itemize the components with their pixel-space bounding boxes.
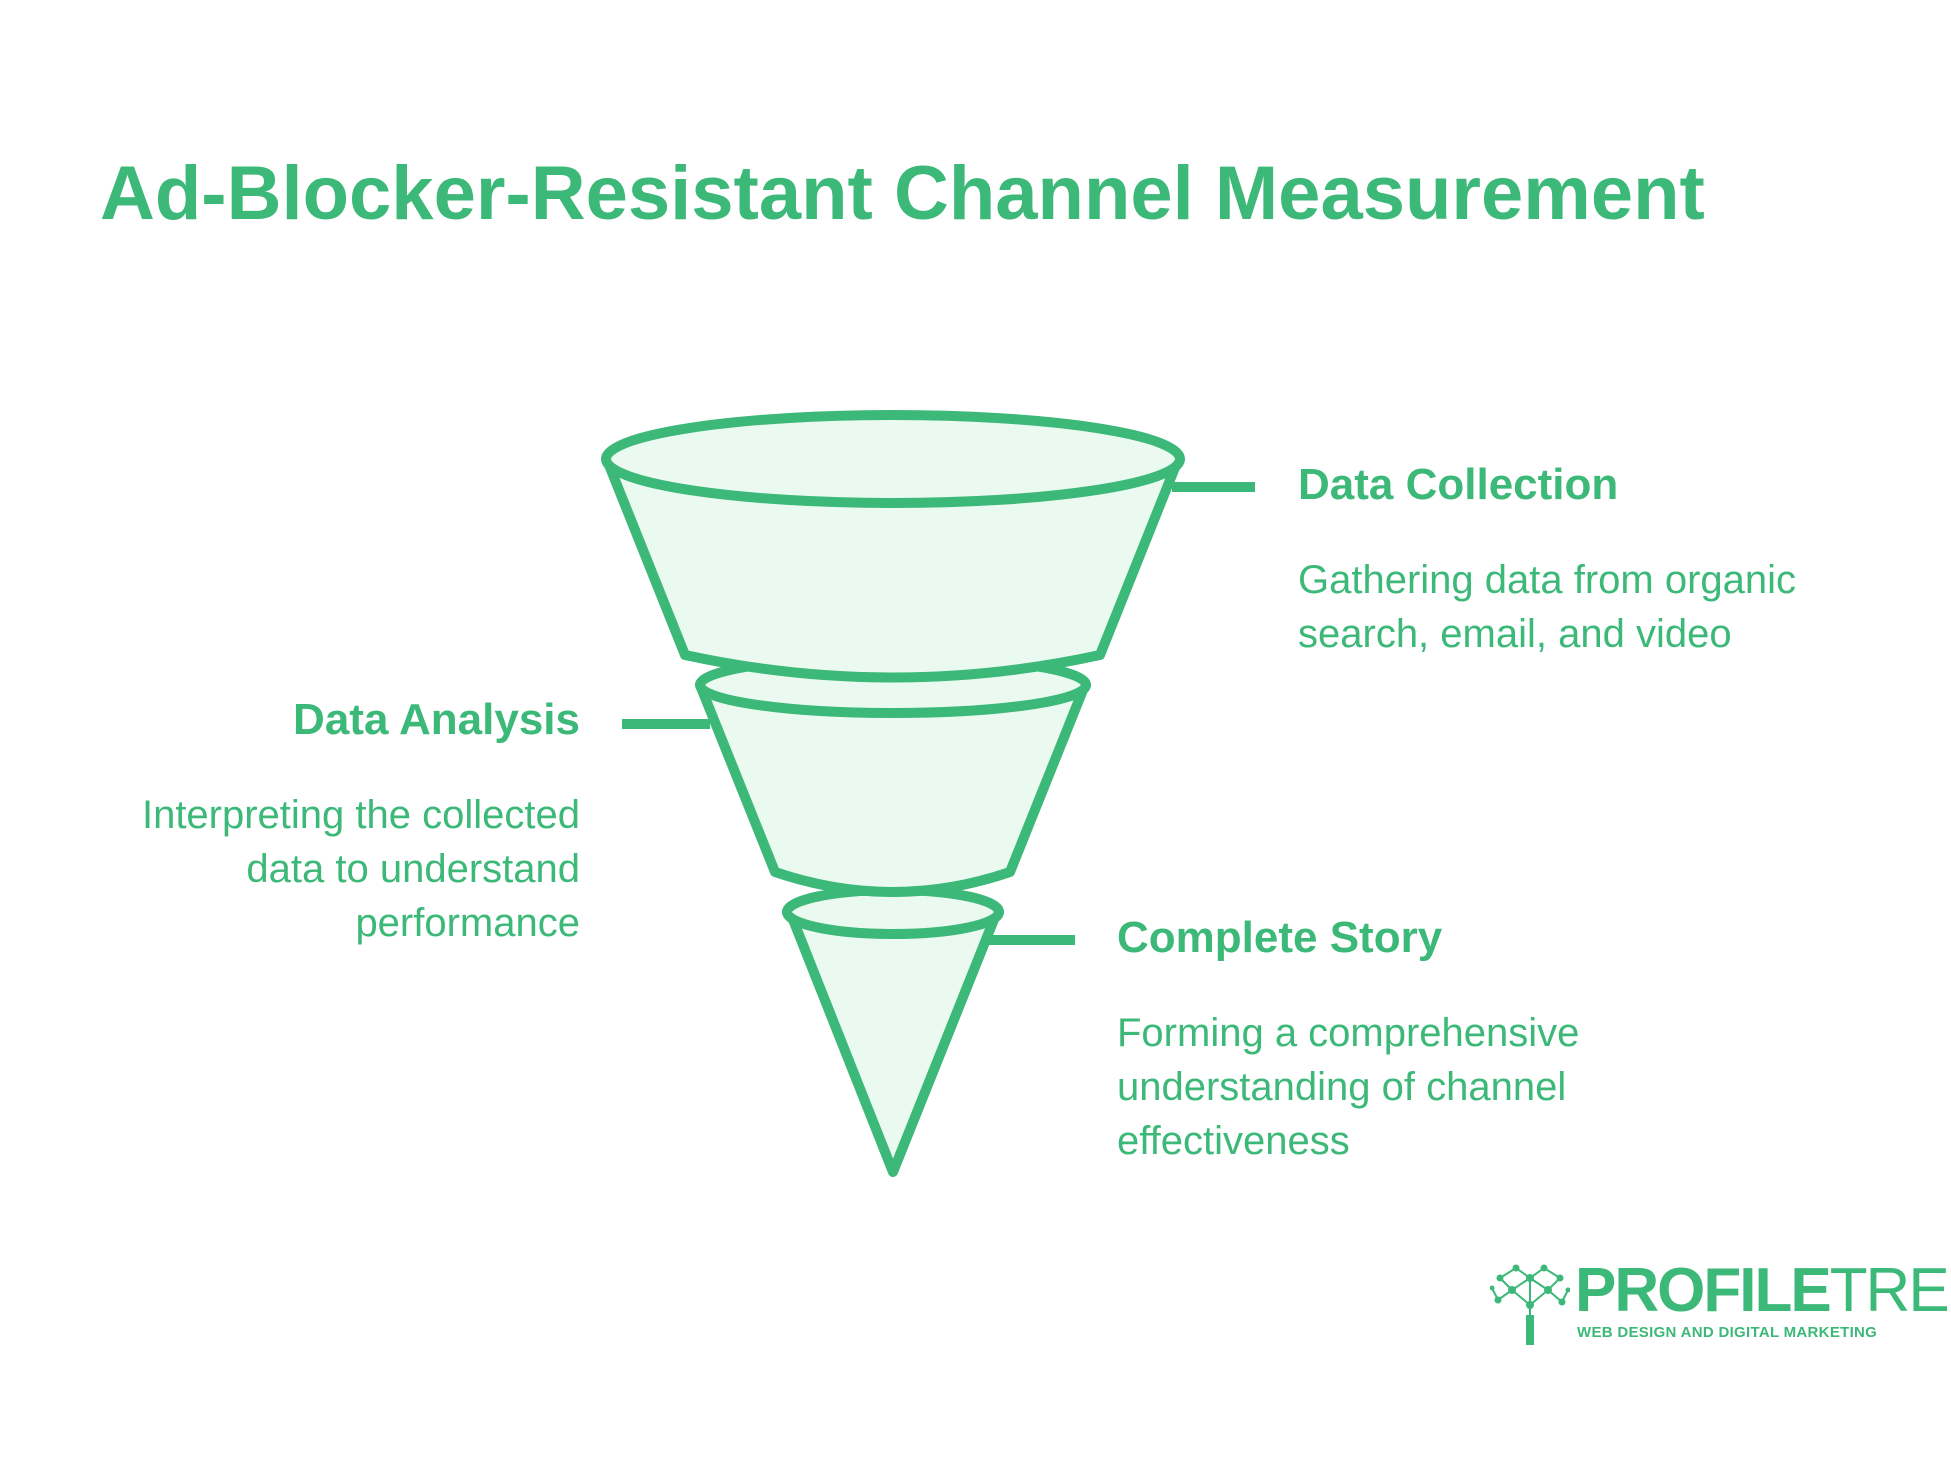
funnel-rim-top (601, 410, 1185, 508)
stage-heading-data-analysis: Data Analysis (293, 695, 580, 744)
logo-tagline: WEB DESIGN AND DIGITAL MARKETING (1577, 1324, 1878, 1341)
page-title: Ad-Blocker-Resistant Channel Measurement (100, 151, 1705, 236)
profiletree-logo[interactable]: PROFILETREE WEB DESIGN AND DIGITAL MARKE… (1490, 1260, 1951, 1345)
stage-desc-data-collection: Gathering data from organic search, emai… (1298, 558, 1797, 656)
stage-desc-complete-story: Forming a comprehensive understanding of… (1117, 1011, 1580, 1163)
tree-network-icon (1490, 1264, 1570, 1345)
logo-name-bold: PROFILE (1575, 1256, 1832, 1325)
stage-desc-data-analysis: Interpreting the collected data to under… (141, 793, 580, 945)
stage-heading-complete-story: Complete Story (1117, 913, 1443, 962)
stage-heading-data-collection: Data Collection (1298, 460, 1619, 509)
funnel-tier-middle (695, 680, 1090, 897)
logo-wordmark: PROFILETREE (1575, 1260, 1951, 1322)
funnel-tier-top (602, 455, 1183, 683)
logo-name-light: TREE (1829, 1256, 1951, 1325)
funnel-tier-bottom (785, 907, 1002, 1177)
